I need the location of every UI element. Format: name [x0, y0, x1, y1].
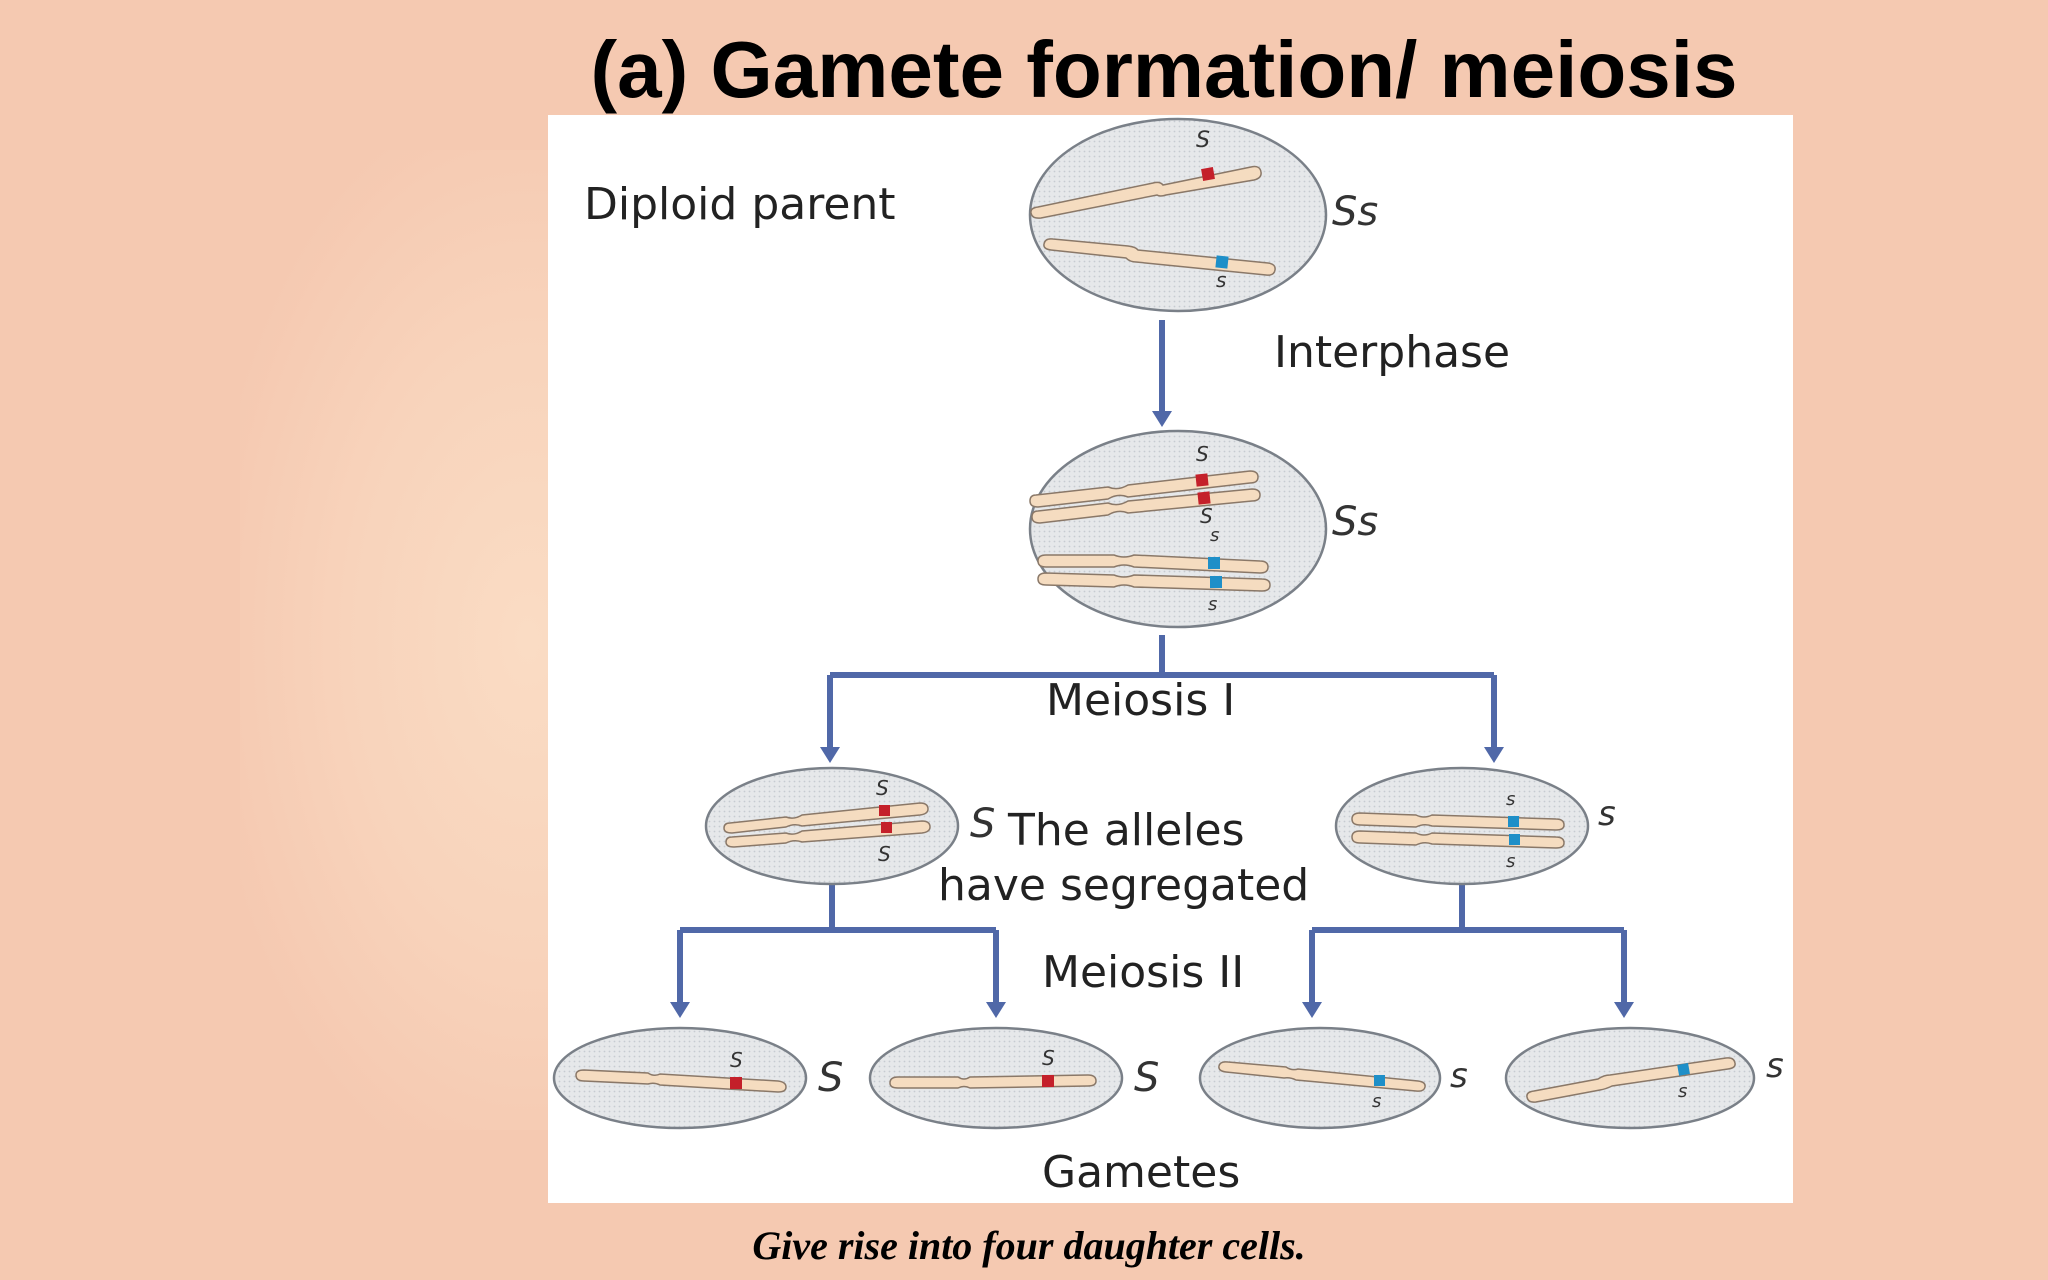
allele-label-s: s: [1208, 594, 1217, 615]
genotype-gamete-2: S: [1134, 1055, 1159, 1101]
gamete-4: s: [1504, 1026, 1756, 1130]
genotype-parent: Ss: [1332, 189, 1378, 235]
label-gametes: Gametes: [1042, 1147, 1240, 1198]
allele-label-S: S: [878, 842, 891, 866]
genotype-gamete-3: s: [1450, 1056, 1468, 1096]
chromosome-recessive: [1043, 238, 1276, 276]
allele-label-s: s: [1372, 1091, 1381, 1112]
genotype-interphase: Ss: [1332, 499, 1378, 545]
allele-label-S: S: [1042, 1046, 1055, 1070]
allele-label-S: S: [1196, 442, 1209, 466]
slide-title: (a) Gamete formation/ meiosis: [590, 25, 1738, 114]
genotype-gamete-1: S: [818, 1055, 843, 1101]
label-segregated-line1: The alleles: [1007, 805, 1245, 856]
meiosis-diagram: S s Diploid parent Ss Interphase S S s s…: [548, 115, 1793, 1203]
chromatids-dominant: [1029, 470, 1261, 524]
gamete-2: S: [868, 1026, 1124, 1130]
allele-label-S: S: [1196, 128, 1210, 153]
gamete-1: S: [552, 1026, 808, 1130]
cell-interphase: S S s s: [1028, 429, 1328, 629]
genotype-gamete-4: s: [1766, 1046, 1784, 1086]
allele-label-s: s: [1506, 789, 1515, 810]
allele-label-s: s: [1210, 525, 1219, 546]
allele-label-S: S: [876, 776, 889, 800]
arrows: [677, 320, 1627, 1005]
slide-caption: Give rise into four daughter cells.: [752, 1223, 1306, 1268]
allele-label-s: s: [1216, 268, 1226, 292]
cell-meiosis1-right: s s: [1334, 766, 1590, 886]
allele-label-S: S: [730, 1048, 743, 1072]
genotype-meiosis1-right: s: [1598, 794, 1616, 834]
genotype-meiosis1-left: S: [970, 801, 995, 847]
gamete-3: s: [1198, 1026, 1442, 1130]
label-interphase: Interphase: [1274, 327, 1510, 378]
allele-label-s: s: [1678, 1081, 1687, 1102]
allele-label-S: S: [1200, 504, 1213, 528]
label-meiosis-2: Meiosis II: [1042, 947, 1244, 998]
label-segregated-line2: have segregated: [938, 860, 1309, 911]
label-meiosis-1: Meiosis I: [1046, 675, 1235, 726]
cell-meiosis1-left: S S: [704, 766, 960, 886]
cell-diploid-parent: S s: [1028, 117, 1328, 313]
label-diploid-parent: Diploid parent: [584, 179, 896, 230]
arrow-heads: [670, 411, 1634, 1018]
chromatids-recessive: [1037, 554, 1271, 592]
chromosome-dominant: [1030, 165, 1262, 219]
allele-label-s: s: [1506, 851, 1515, 872]
